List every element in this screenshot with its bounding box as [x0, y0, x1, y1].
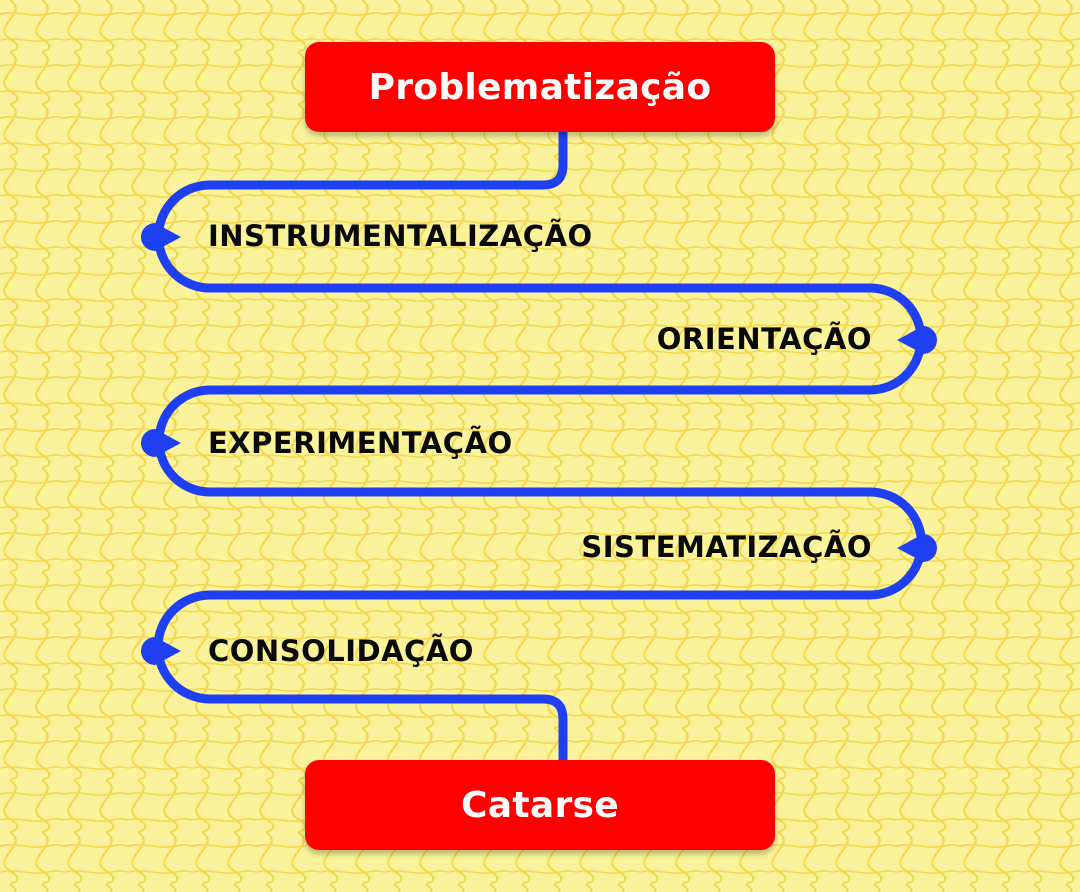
step-node-icon [141, 429, 181, 457]
step-node-icon [141, 637, 181, 665]
start-box: Problematização [305, 42, 775, 132]
step-node-icon [897, 326, 937, 354]
step-label-4: SISTEMATIZAÇÃO [581, 530, 872, 564]
step-label-3: EXPERIMENTAÇÃO [208, 426, 513, 460]
step-label-5: CONSOLIDAÇÃO [208, 634, 474, 668]
step-label-1: INSTRUMENTALIZAÇÃO [208, 219, 593, 253]
step-node-icon [141, 223, 181, 251]
step-label-2: ORIENTAÇÃO [656, 322, 872, 356]
end-box: Catarse [305, 760, 775, 850]
step-node-icon [897, 534, 937, 562]
